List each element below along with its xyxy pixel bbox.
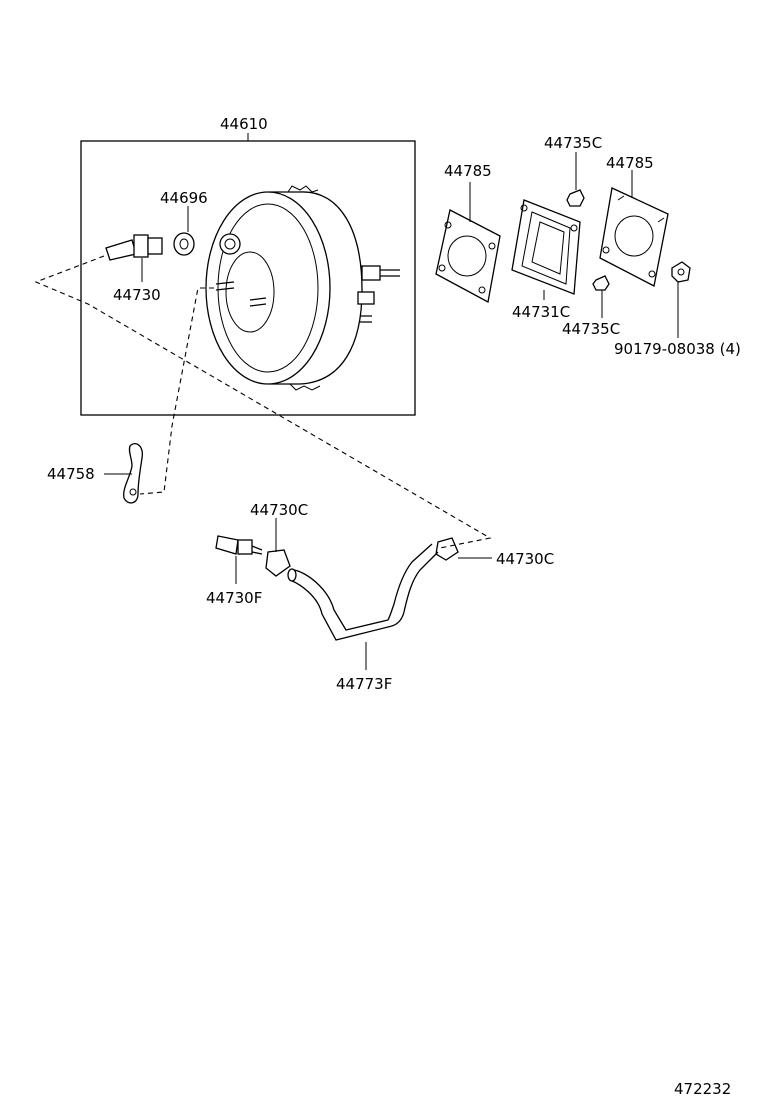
nut-top-44735C	[566, 189, 585, 207]
label-44610: 44610	[220, 115, 268, 133]
label-44730C-upper: 44730C	[250, 501, 308, 519]
dashed-connection-lines	[34, 255, 492, 549]
vacuum-hose-44773F	[287, 543, 439, 641]
label-44730: 44730	[113, 286, 161, 304]
gasket-left-44785	[435, 209, 501, 303]
brake-booster-body	[205, 185, 400, 391]
spacer-44731C	[511, 199, 581, 295]
nut-90179-08038	[671, 261, 691, 283]
seal-44696	[173, 232, 195, 256]
label-44785-right: 44785	[606, 154, 654, 172]
illustration-number: 472232	[674, 1080, 731, 1098]
clip-upper-44730C	[265, 549, 291, 577]
clip-right-44730C	[435, 537, 459, 561]
label-44735C-bottom: 44735C	[562, 320, 620, 338]
label-90179-08038: 90179-08038 (4)	[614, 340, 741, 358]
label-44730F: 44730F	[206, 589, 262, 607]
gasket-right-44785	[599, 187, 669, 287]
label-44730C-right: 44730C	[496, 550, 554, 568]
nut-bottom-44735C	[592, 275, 610, 291]
label-44731C: 44731C	[512, 303, 570, 321]
label-44773F: 44773F	[336, 675, 392, 693]
label-44785-left: 44785	[444, 162, 492, 180]
union-44730F	[215, 535, 263, 555]
check-valve-44730	[105, 234, 163, 261]
label-44758: 44758	[47, 465, 95, 483]
bracket-44758	[123, 443, 143, 504]
label-44696: 44696	[160, 189, 208, 207]
label-44735C-top: 44735C	[544, 134, 602, 152]
